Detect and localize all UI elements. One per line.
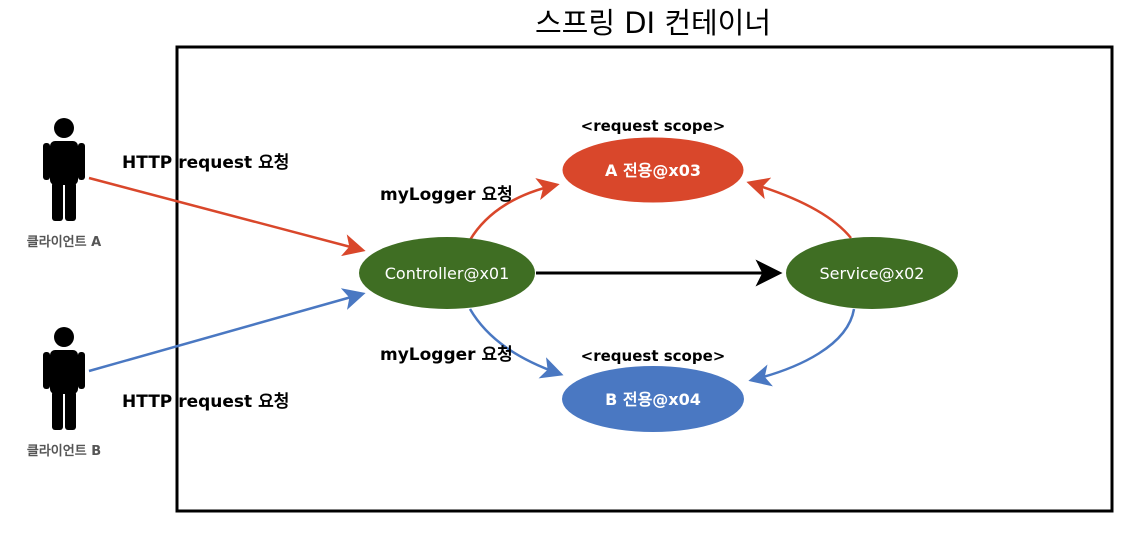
service-to-bean-a-arrow [746, 177, 852, 239]
controller-to-bean-a-arrow [468, 178, 560, 241]
client-a-label: 클라이언트 A [27, 234, 101, 250]
mylogger-request-label-b: myLogger 요청 [380, 344, 513, 365]
controller-to-bean-b-arrow [468, 308, 564, 379]
client-b-person-icon [43, 327, 85, 430]
bean-a-label: A 전용@x03 [605, 161, 701, 180]
client-b-request-arrow [88, 288, 366, 373]
service-label: Service@x02 [820, 264, 925, 283]
client-a-request-arrow [88, 176, 366, 257]
container-title: 스프링 DI 컨테이너 [535, 6, 771, 40]
spring-container-box [175, 45, 1114, 513]
controller-label: Controller@x01 [385, 264, 510, 283]
bean-b-scope-label: <request scope> [581, 347, 726, 365]
bean-b-label: B 전용@x04 [605, 390, 701, 409]
bean-b-node: B 전용@x04 [562, 366, 744, 432]
bean-a-scope-label: <request scope> [581, 117, 726, 135]
client-b-request-label: HTTP request 요청 [122, 391, 289, 412]
client-a-person-icon [43, 118, 85, 221]
client-b-label: 클라이언트 B [27, 443, 101, 459]
service-node: Service@x02 [786, 237, 958, 309]
controller-node: Controller@x01 [359, 237, 535, 309]
mylogger-request-label-a: myLogger 요청 [380, 184, 513, 205]
bean-a-node: A 전용@x03 [561, 136, 745, 204]
service-to-bean-b-arrow [748, 308, 856, 387]
client-a-request-label: HTTP request 요청 [122, 152, 289, 173]
